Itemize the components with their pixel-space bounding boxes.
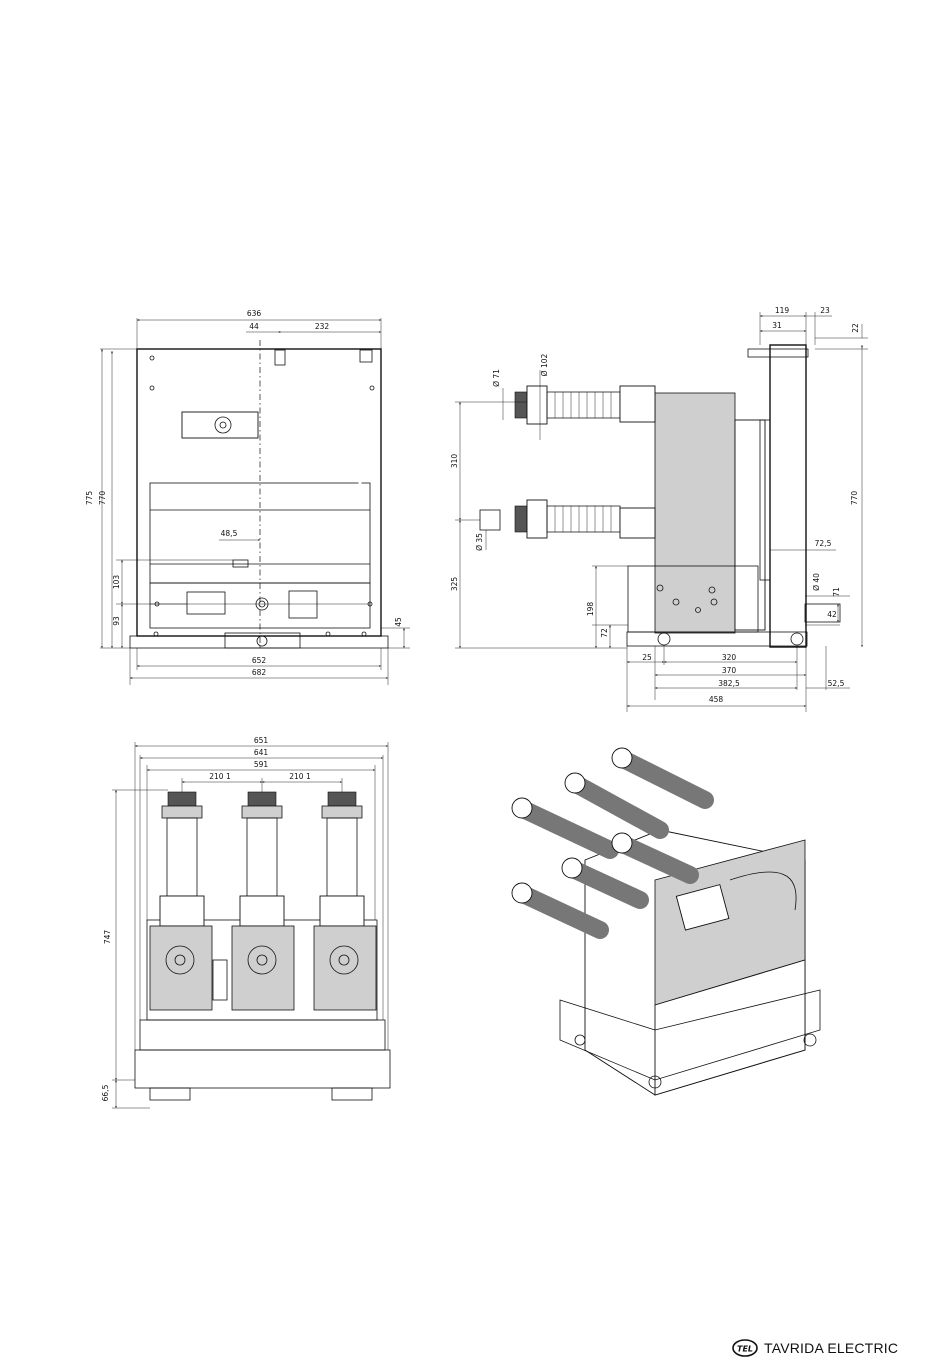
brand: TEL TAVRIDA ELECTRIC bbox=[732, 1339, 898, 1357]
pole-right bbox=[314, 792, 376, 1010]
dim-320: 320 bbox=[722, 653, 737, 662]
dim-71: 71 bbox=[832, 587, 841, 597]
dim-48-5: 48,5 bbox=[221, 529, 238, 538]
dim-42: 42 bbox=[827, 610, 837, 619]
dim-72-5: 72,5 bbox=[815, 539, 832, 548]
dim-232: 232 bbox=[315, 322, 330, 331]
pole-left bbox=[150, 792, 212, 1010]
tel-logo-icon: TEL bbox=[732, 1339, 758, 1357]
dim-width-682: 682 bbox=[252, 668, 267, 677]
dim-198: 198 bbox=[586, 602, 595, 617]
dim-25: 25 bbox=[642, 653, 652, 662]
dim-310: 310 bbox=[450, 454, 459, 469]
dim-382-5: 382,5 bbox=[718, 679, 740, 688]
dim-44: 44 bbox=[249, 322, 259, 331]
dim-458: 458 bbox=[709, 695, 724, 704]
dim-45: 45 bbox=[394, 617, 403, 627]
isometric-view bbox=[512, 748, 820, 1095]
dim-pitch-210-left: 210 1 bbox=[209, 772, 231, 781]
dim-23: 23 bbox=[820, 306, 830, 315]
dim-height-770: 770 bbox=[98, 491, 107, 506]
dim-66-5: 66,5 bbox=[101, 1084, 110, 1101]
logo-text: TEL bbox=[737, 1345, 753, 1354]
dim-370: 370 bbox=[722, 666, 737, 675]
dim-52-5: 52,5 bbox=[828, 679, 845, 688]
dim-height-747: 747 bbox=[103, 930, 112, 945]
dim-dia-102: Ø 102 bbox=[540, 353, 549, 376]
dim-width-641: 641 bbox=[254, 748, 269, 757]
dim-119: 119 bbox=[775, 306, 790, 315]
dim-31: 31 bbox=[772, 321, 782, 330]
pole-center bbox=[232, 792, 294, 1010]
dim-width-591: 591 bbox=[254, 760, 269, 769]
dim-dia-71: Ø 71 bbox=[492, 369, 501, 387]
dim-22: 22 bbox=[851, 323, 860, 333]
dim-height-770-side: 770 bbox=[850, 491, 859, 506]
dim-72: 72 bbox=[600, 628, 609, 638]
dim-325: 325 bbox=[450, 577, 459, 592]
side-view: 119 23 31 22 Ø 71 Ø 102 310 Ø 35 325 198… bbox=[450, 306, 868, 712]
dim-dia-35: Ø 35 bbox=[475, 533, 484, 551]
top-view: 651 641 591 210 1 210 1 747 66,5 bbox=[101, 736, 390, 1108]
front-view: 636 44 232 775 770 48,5 103 93 45 652 68… bbox=[85, 309, 410, 685]
dim-pitch-210-right: 210 1 bbox=[289, 772, 311, 781]
dim-height-775: 775 bbox=[85, 491, 94, 506]
dim-width-652: 652 bbox=[252, 656, 267, 665]
dim-93: 93 bbox=[112, 616, 121, 626]
brand-name: TAVRIDA ELECTRIC bbox=[764, 1340, 898, 1356]
dim-103: 103 bbox=[112, 575, 121, 590]
dim-width-636: 636 bbox=[247, 309, 262, 318]
dim-dia-40: Ø 40 bbox=[812, 573, 821, 591]
dim-width-651: 651 bbox=[254, 736, 269, 745]
